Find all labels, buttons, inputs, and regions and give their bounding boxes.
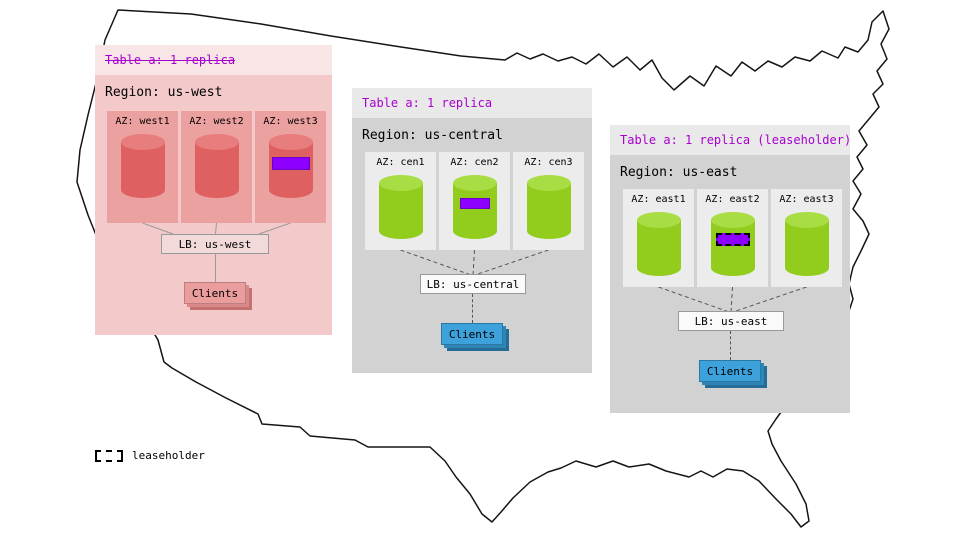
region-us-east-header: Table a: 1 replica (leaseholder) xyxy=(610,125,852,155)
database-cylinder-icon xyxy=(194,134,239,198)
lb-to-clients-line xyxy=(215,254,216,282)
leaseholder-legend-swatch-icon xyxy=(95,449,123,462)
az-box-east1: AZ: east1 xyxy=(623,189,694,287)
az-label-cen1: AZ: cen1 xyxy=(376,157,425,168)
replica-marker xyxy=(459,198,490,209)
database-cylinder-icon xyxy=(268,134,313,198)
region-title-us-west: Region: us-west xyxy=(105,85,223,100)
load-balancer-us-west: LB: us-west xyxy=(161,234,269,254)
az-box-west1: AZ: west1 xyxy=(107,111,178,223)
load-balancer-us-central: LB: us-central xyxy=(420,274,526,294)
az-row-central: AZ: cen1 AZ: cen2 AZ: cen3 xyxy=(365,152,584,250)
clients-label: Clients xyxy=(706,364,754,378)
az-label-west2: AZ: west2 xyxy=(189,116,244,127)
lb-to-clients-line xyxy=(472,294,473,323)
az-box-west3: AZ: west3 xyxy=(255,111,326,223)
table-replica-label-east: Table a: 1 replica (leaseholder) xyxy=(620,133,852,147)
az-to-lb-connectors xyxy=(142,223,291,234)
database-cylinder-icon xyxy=(636,212,681,276)
load-balancer-us-east: LB: us-east xyxy=(678,311,784,331)
az-box-cen1: AZ: cen1 xyxy=(365,152,436,250)
az-to-lb-connectors xyxy=(658,287,807,312)
az-row-east: AZ: east1 AZ: east2 AZ: east3 xyxy=(623,189,842,287)
database-cylinder-icon xyxy=(378,175,423,239)
az-label-east1: AZ: east1 xyxy=(631,194,686,205)
az-label-cen3: AZ: cen3 xyxy=(524,157,573,168)
region-title-us-central: Region: us-central xyxy=(362,128,503,143)
az-label-west1: AZ: west1 xyxy=(115,116,170,127)
region-title-us-east: Region: us-east xyxy=(620,165,738,180)
az-label-cen2: AZ: cen2 xyxy=(450,157,499,168)
clients-box-west: Clients xyxy=(184,282,246,304)
clients-label: Clients xyxy=(448,327,496,341)
database-cylinder-icon xyxy=(452,175,497,239)
az-label-east2: AZ: east2 xyxy=(705,194,760,205)
clients-label: Clients xyxy=(191,286,239,300)
replica-marker xyxy=(271,157,310,170)
region-us-west-header: Table a: 1 replica xyxy=(95,45,332,75)
az-to-lb-connectors xyxy=(400,250,549,275)
clients-box-central: Clients xyxy=(441,323,503,345)
region-us-central-header: Table a: 1 replica xyxy=(352,88,592,118)
legend: leaseholder xyxy=(95,449,205,462)
database-cylinder-icon xyxy=(784,212,829,276)
database-cylinder-icon xyxy=(120,134,165,198)
az-row-west: AZ: west1 AZ: west2 AZ: west3 xyxy=(107,111,326,223)
az-box-west2: AZ: west2 xyxy=(181,111,252,223)
lb-to-clients-line xyxy=(730,331,731,360)
leaseholder-legend-label: leaseholder xyxy=(132,449,205,462)
region-us-east: Table a: 1 replica (leaseholder) Region:… xyxy=(610,125,852,413)
leaseholder-marker xyxy=(715,233,750,246)
az-label-east3: AZ: east3 xyxy=(779,194,834,205)
az-box-cen3: AZ: cen3 xyxy=(513,152,584,250)
table-replica-label-central: Table a: 1 replica xyxy=(362,96,493,110)
az-label-west3: AZ: west3 xyxy=(263,116,318,127)
clients-box-east: Clients xyxy=(699,360,761,382)
az-box-east2: AZ: east2 xyxy=(697,189,768,287)
region-us-west: Table a: 1 replica Region: us-west AZ: w… xyxy=(95,45,332,335)
region-us-central: Table a: 1 replica Region: us-central AZ… xyxy=(352,88,592,373)
az-box-east3: AZ: east3 xyxy=(771,189,842,287)
table-replica-label-west: Table a: 1 replica xyxy=(105,53,236,67)
database-cylinder-icon xyxy=(526,175,571,239)
az-box-cen2: AZ: cen2 xyxy=(439,152,510,250)
